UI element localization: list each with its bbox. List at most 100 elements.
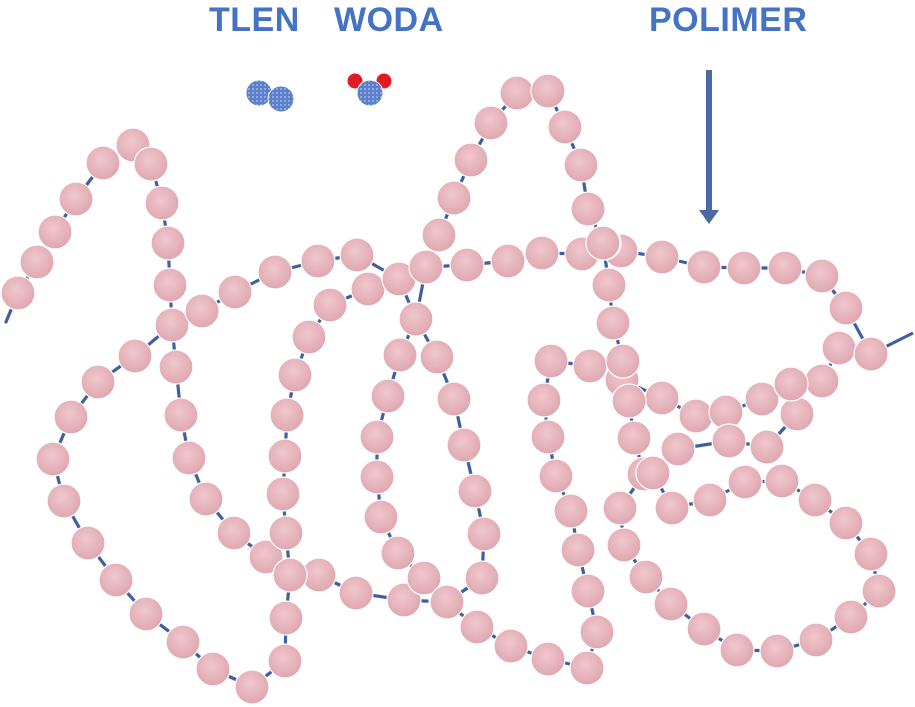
polymer-bead: [339, 237, 375, 273]
polymer-chain-beads: [0, 73, 897, 705]
polymer-bead: [163, 397, 199, 433]
polymer-bead: [300, 243, 336, 279]
polymer-bead: [726, 250, 762, 286]
polymer-bead: [579, 614, 615, 650]
polymer-bead: [538, 458, 574, 494]
polymer-bead: [473, 105, 509, 141]
polymer-bead: [117, 338, 153, 374]
polymer-bead: [386, 582, 422, 618]
polymer-bead: [277, 357, 313, 393]
polymer-bead: [248, 539, 284, 575]
polymer-bead: [85, 145, 121, 181]
polymer-bead: [530, 641, 566, 677]
polymer-bead: [493, 628, 529, 664]
polymer-bead: [382, 337, 418, 373]
polymer-bead: [821, 330, 857, 366]
polymer-bead: [602, 490, 638, 526]
polymer-bead: [58, 181, 94, 217]
polymer-bead: [861, 573, 897, 609]
polymer-bead: [359, 459, 395, 495]
polymer-bead: [421, 217, 457, 253]
polymer-bead: [560, 532, 596, 568]
polymer-bead: [804, 258, 840, 294]
polymer-bead: [150, 225, 186, 261]
polymer-bead: [853, 336, 889, 372]
polymer-bead: [144, 185, 180, 221]
polymer-bead: [133, 146, 169, 182]
polymer-bead: [265, 476, 301, 512]
polymer-bead: [436, 381, 472, 417]
polymer-bead: [653, 586, 689, 622]
polymer-bead: [80, 364, 116, 400]
hydrogen-atom-1: [347, 73, 363, 89]
polymer-bead: [217, 274, 253, 310]
polymer-bead: [530, 73, 566, 109]
polymer-bead: [833, 599, 869, 635]
polymer-bead: [267, 643, 303, 679]
polymer-bead: [457, 473, 493, 509]
polymer-bead: [767, 250, 803, 286]
polymer-bead: [128, 596, 164, 632]
polymer-bead: [764, 463, 800, 499]
polymer-bead: [563, 147, 599, 183]
polymer-bead: [719, 632, 755, 668]
polymer-bead: [453, 142, 489, 178]
polymer-bead: [749, 429, 785, 465]
polymer-bead: [759, 633, 795, 669]
polymer-bead: [678, 398, 714, 434]
polymer-bead: [533, 343, 569, 379]
oxygen-label: TLEN: [209, 1, 300, 39]
polymer-bead: [570, 191, 606, 227]
polymer-bead: [436, 180, 472, 216]
polymer-bead: [692, 482, 728, 518]
polymer-bead: [380, 535, 416, 571]
polymer-bead: [154, 307, 190, 343]
polymer-bead: [398, 301, 434, 337]
polymer-bead: [526, 382, 562, 418]
water-label: WODA: [334, 1, 444, 39]
polymer-bead: [524, 235, 560, 271]
polymer-bead: [635, 455, 671, 491]
polymer-bead: [19, 244, 55, 280]
polymer-bead: [291, 319, 327, 355]
polymer-arrow: [699, 70, 719, 224]
polymer-bead: [654, 490, 690, 526]
polymer-bead: [853, 536, 889, 572]
polymer-bead: [547, 109, 583, 145]
polymer-bead: [0, 275, 36, 311]
polymer-bead: [267, 438, 303, 474]
polymer-bead: [569, 650, 605, 686]
polymer-bead: [338, 575, 374, 611]
arrow-head: [699, 210, 719, 224]
polymer-bead: [459, 609, 495, 645]
polymer-bead: [449, 247, 485, 283]
polymer-bead: [406, 560, 442, 596]
polymer-bead: [711, 423, 747, 459]
polymer-bead: [370, 378, 406, 414]
molecules: [245, 73, 392, 113]
polymer-bead: [466, 516, 502, 552]
polymer-bead: [464, 560, 500, 596]
polymer-bead: [269, 397, 305, 433]
polymer-bead: [363, 499, 399, 535]
polymer-bead: [686, 611, 722, 647]
polymer-bead: [257, 254, 293, 290]
polymer-bead: [429, 584, 465, 620]
polymer-bead: [272, 557, 308, 593]
polymer-bead: [828, 505, 864, 541]
polymer-bead: [158, 349, 194, 385]
polymer-bead: [744, 381, 780, 417]
polymer-bead: [572, 348, 608, 384]
polymer-bead: [171, 440, 207, 476]
polymer-bead: [165, 624, 201, 660]
polymer-bead: [616, 420, 652, 456]
polymer-bead: [359, 419, 395, 455]
polymer-bead: [268, 515, 304, 551]
polymer-bead: [195, 651, 231, 687]
polymer-bead: [605, 343, 641, 379]
polymer-bead: [828, 290, 864, 326]
polymer-bead: [644, 380, 680, 416]
polymer-bead: [570, 573, 606, 609]
water-oxygen-atom: [356, 79, 384, 107]
